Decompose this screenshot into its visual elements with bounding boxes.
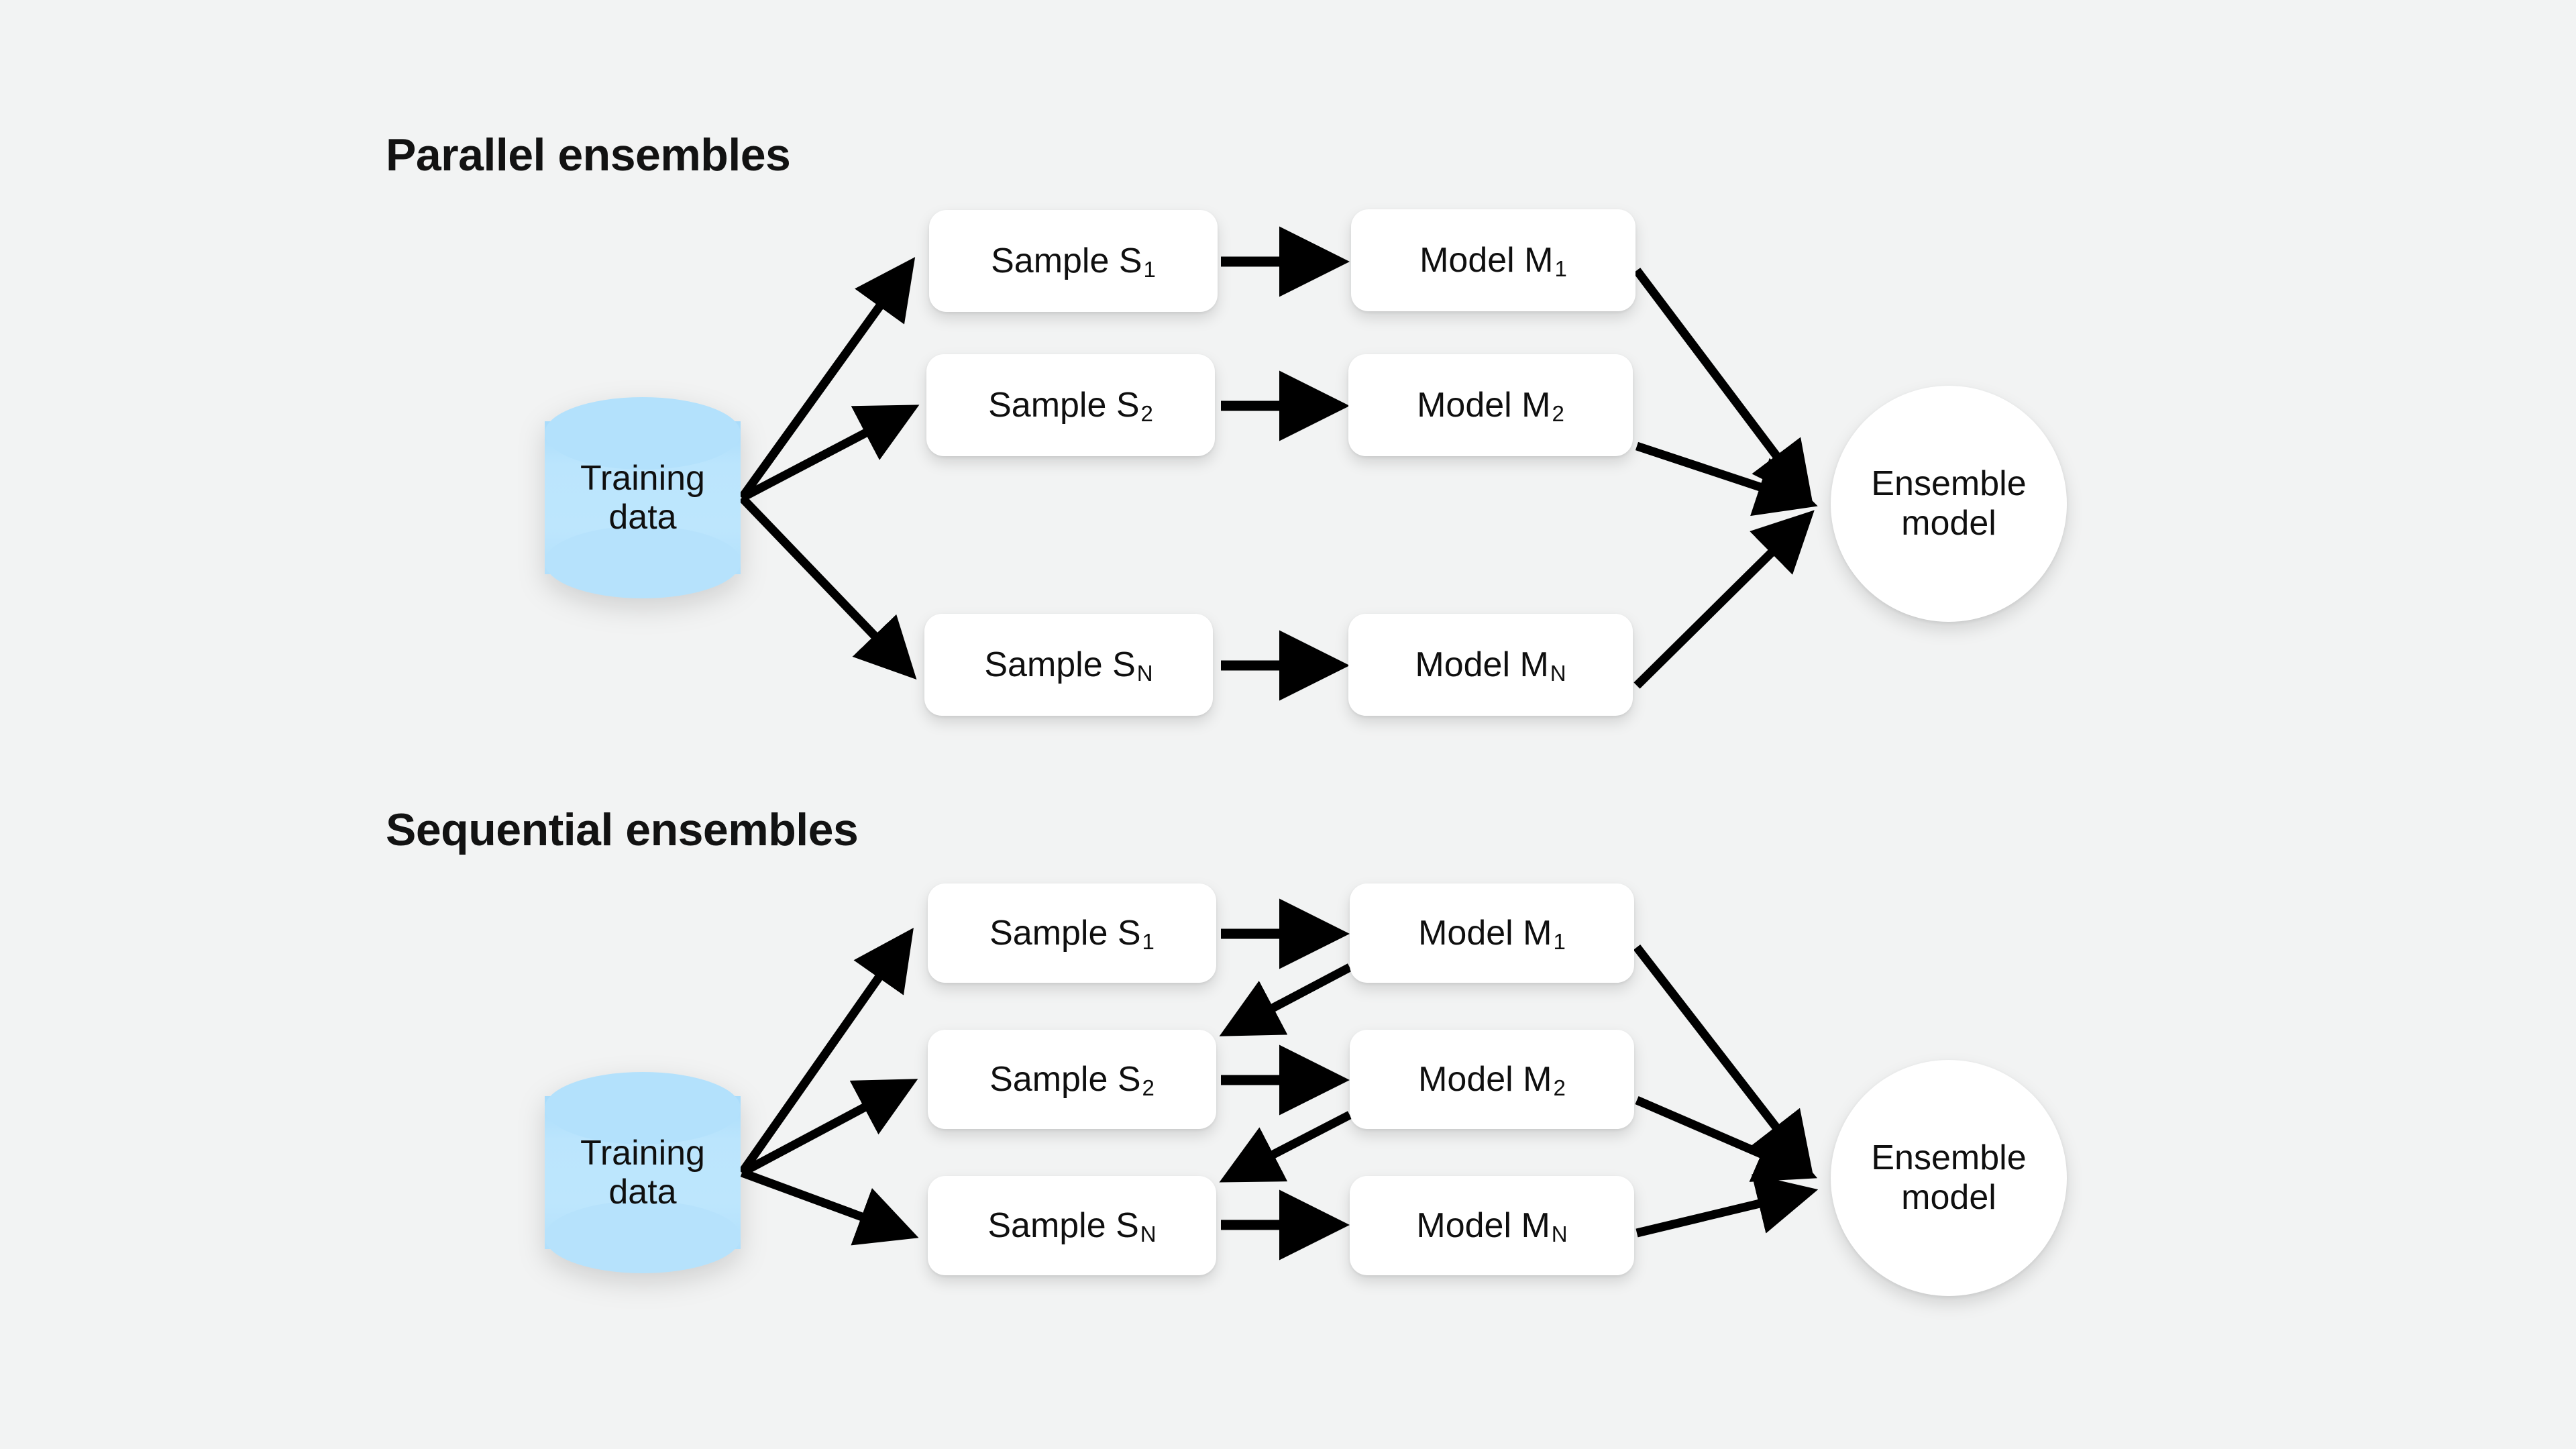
node-label-subscript: 2 <box>1142 1075 1155 1100</box>
cylinder-top-ellipse <box>545 1072 741 1144</box>
node-label: Model M <box>1419 241 1554 280</box>
edge-model-2-to-ensemble <box>1635 441 1818 517</box>
section-title-sequential: Sequential ensembles <box>386 804 859 855</box>
node-label: Model M <box>1418 914 1552 953</box>
node-label: Sample S <box>987 1206 1139 1245</box>
training-data-label-line-1: Training <box>580 458 705 498</box>
edge-seq-model-2-to-ensemble <box>1635 1096 1818 1182</box>
node-label: Model M <box>1415 645 1549 684</box>
edge-seq-model-3-to-ensemble <box>1635 1174 1819 1238</box>
ensemble-label-line-1: Ensemble <box>1871 464 2027 503</box>
ensemble-label-line-1: Ensemble <box>1871 1138 2027 1177</box>
node-label: Sample S <box>989 914 1141 953</box>
node-label: Model M <box>1418 1060 1552 1099</box>
node-label-subscript: 2 <box>1552 401 1564 426</box>
edge-seq-data-to-sample-2 <box>739 1079 918 1177</box>
training-data-cylinder-sequential: Training data <box>545 1072 741 1273</box>
node-label: Sample S <box>989 1060 1141 1099</box>
node-label-subscript: 1 <box>1554 256 1567 281</box>
node-label-subscript: N <box>1140 1222 1157 1246</box>
training-data-label-line-2: data <box>608 498 677 537</box>
node-label-subscript: 2 <box>1553 1075 1566 1100</box>
edge-data-to-sample-2 <box>739 405 920 502</box>
edge-data-to-sample-3 <box>739 494 917 680</box>
edge-seq-data-to-sample-1 <box>738 927 914 1175</box>
edge-data-to-sample-1 <box>738 257 916 500</box>
training-data-cylinder-parallel: Training data <box>545 397 741 598</box>
node-label-subscript: 1 <box>1143 257 1156 282</box>
edge-feedback-model-2-to-sample-3 <box>1219 1111 1352 1183</box>
section-title-parallel: Parallel ensembles <box>386 129 791 180</box>
cylinder-top-ellipse <box>545 397 741 470</box>
training-data-label-line-1: Training <box>580 1133 705 1173</box>
node-label-subscript: 2 <box>1140 401 1153 426</box>
node-label: Sample S <box>984 645 1136 684</box>
ensemble-label-line-2: model <box>1901 504 1996 543</box>
node-label-subscript: 1 <box>1553 929 1566 954</box>
training-data-label-line-2: data <box>608 1173 677 1212</box>
training-data-label: Training data <box>545 421 741 574</box>
node-label: Model M <box>1416 1206 1550 1245</box>
node-ensemble-model-sequential[interactable]: Ensemble model <box>1831 1060 2067 1296</box>
cylinder-bottom-ellipse <box>545 1201 741 1273</box>
node-label-subscript: N <box>1550 661 1566 686</box>
edge-model-1-to-ensemble <box>1633 268 1813 504</box>
edge-seq-model-1-to-ensemble <box>1633 945 1813 1175</box>
node-ensemble-model-parallel[interactable]: Ensemble model <box>1831 386 2067 622</box>
ensemble-label-line-2: model <box>1901 1178 1996 1217</box>
training-data-label: Training data <box>545 1096 741 1249</box>
node-label: Sample S <box>991 241 1142 280</box>
edge-model-3-to-ensemble <box>1633 510 1815 689</box>
node-label-subscript: N <box>1136 661 1153 686</box>
node-label: Model M <box>1417 386 1551 425</box>
edge-seq-data-to-sample-3 <box>740 1168 919 1246</box>
cylinder-bottom-ellipse <box>545 526 741 598</box>
edge-feedback-model-1-to-sample-2 <box>1219 963 1352 1036</box>
node-label: Sample S <box>988 386 1140 425</box>
node-label-subscript: N <box>1551 1222 1568 1246</box>
node-label-subscript: 1 <box>1142 929 1155 954</box>
